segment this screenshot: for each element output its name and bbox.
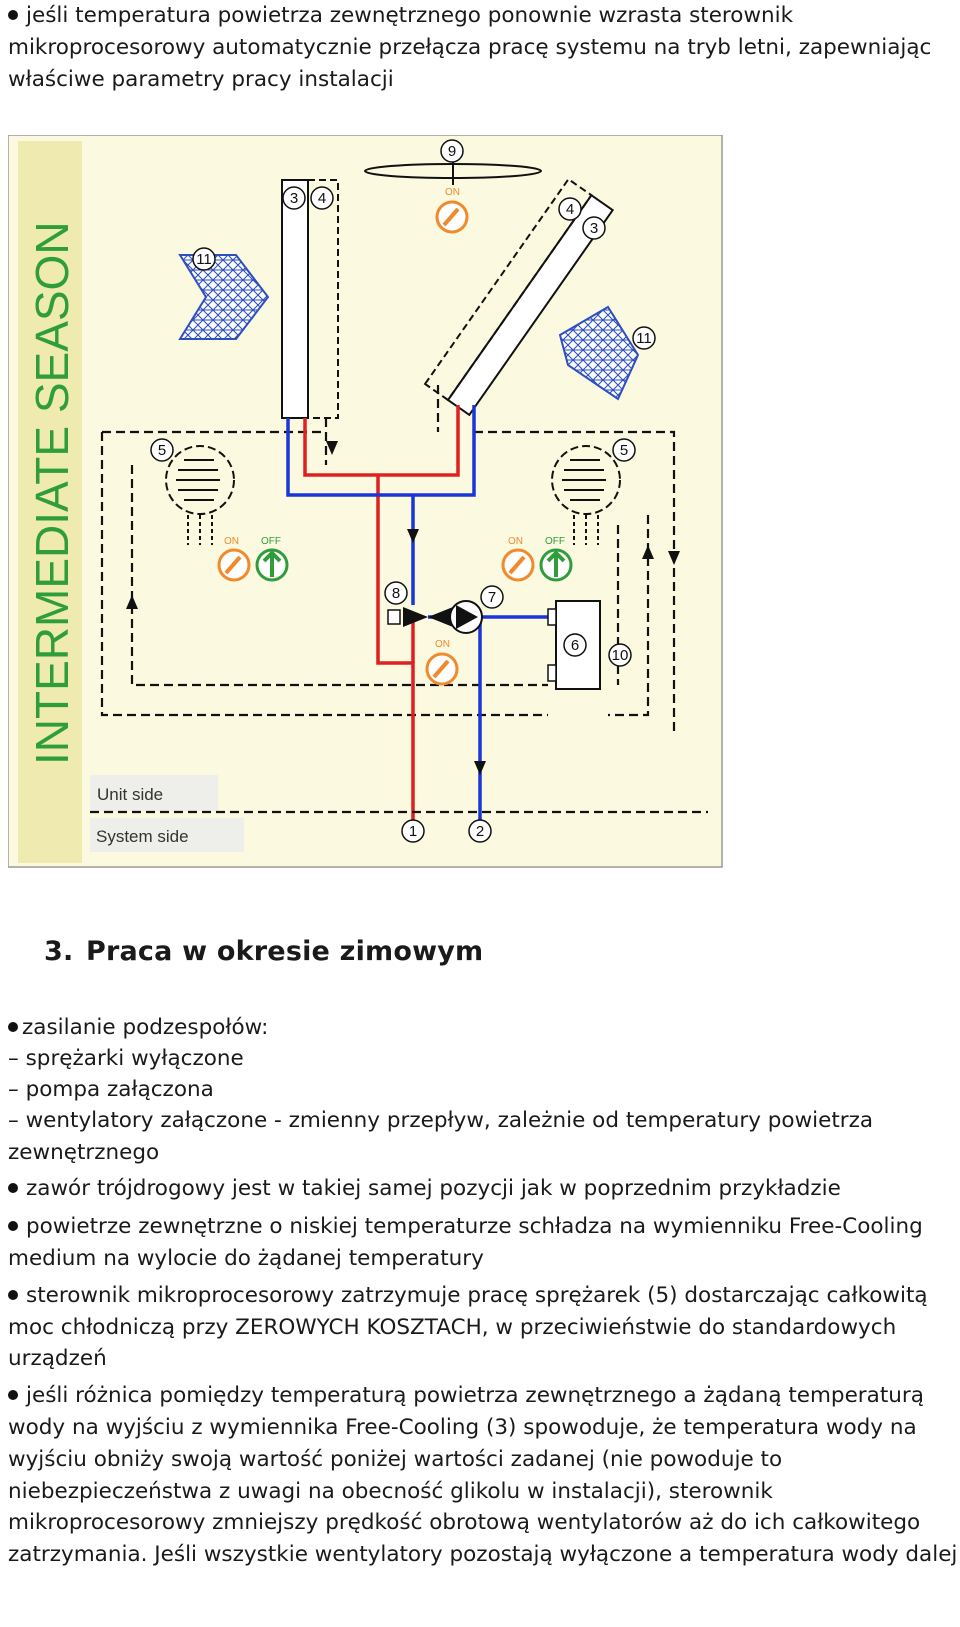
compressor-left: [165, 445, 235, 545]
section-number: 3.: [44, 936, 74, 967]
svg-text:OFF: OFF: [545, 536, 565, 547]
label-7: 7: [488, 589, 496, 606]
bullet-icon: [8, 1390, 18, 1400]
list-item-continuation: moc chłodniczą przy ZEROWYCH KOSZTACH, w…: [8, 1315, 897, 1340]
compressor-right: [551, 445, 621, 545]
label-4: 4: [566, 201, 574, 218]
list-item: jeśli różnica pomiędzy temperaturą powie…: [8, 1380, 924, 1412]
list-item: zawór trójdrogowy jest w takiej samej po…: [8, 1173, 841, 1205]
label-11: 11: [636, 330, 652, 347]
svg-text:OFF: OFF: [261, 536, 281, 547]
on-badge-icon: ON: [501, 536, 535, 582]
free-cooling-diagram: INTERMEDIATE SEASON: [8, 135, 723, 868]
list-item-continuation: zewnętrznego: [8, 1140, 160, 1165]
left-coil: [281, 179, 339, 419]
svg-text:ON: ON: [224, 536, 239, 547]
label-6: 6: [571, 637, 579, 654]
top-bullet-line-1: jeśli temperatura powietrza zewnętrznego…: [8, 0, 793, 32]
svg-text:ON: ON: [508, 536, 523, 547]
list-item-continuation: medium na wylocie do żądanej temperatury: [8, 1246, 484, 1271]
bullet-icon: [8, 1183, 18, 1193]
list-item-continuation: mikroprocesorowy zmniejszy prędkość obro…: [8, 1510, 921, 1535]
bullet-icon: [8, 1022, 18, 1032]
air-arrow-left-icon: [178, 254, 270, 340]
top-bullet-line-3: właściwe parametry pracy instalacji: [8, 67, 394, 92]
list-item: – wentylatory załączone - zmienny przepł…: [8, 1108, 874, 1133]
air-arrow-right-icon: [558, 305, 640, 401]
list-item-continuation: wody na wyjściu z wymiennika Free-Coolin…: [8, 1415, 917, 1440]
list-item-continuation: urządzeń: [8, 1346, 107, 1371]
label-9: 9: [448, 143, 456, 160]
bullet-icon: [8, 10, 18, 20]
bullet-icon: [8, 1221, 18, 1231]
on-badge-icon: ON: [217, 536, 251, 582]
system-side-box: [90, 818, 244, 852]
label-4: 4: [318, 190, 326, 207]
flow-arrows: [126, 441, 680, 775]
bullet-icon: [8, 1290, 18, 1300]
section-title: Praca w okresie zimowym: [86, 936, 484, 967]
list-item: – pompa załączona: [8, 1077, 214, 1102]
label-1: 1: [409, 823, 417, 840]
label-3: 3: [590, 220, 598, 237]
on-badge-icon: ON: [425, 639, 459, 686]
list-item: sterownik mikroprocesorowy zatrzymuje pr…: [8, 1280, 928, 1312]
label-8: 8: [392, 585, 400, 602]
list-item-continuation: wyjściu obniży swoją wartość poniżej war…: [8, 1447, 783, 1472]
three-way-valve-icon: [387, 607, 453, 627]
system-side-label: System side: [96, 827, 189, 846]
label-11: 11: [196, 251, 212, 268]
svg-text:ON: ON: [435, 639, 450, 650]
on-badge-icon: ON: [435, 187, 469, 234]
season-band: [18, 141, 82, 863]
list-item-continuation: niebezpieczeństwa z uwagi na obecność gl…: [8, 1479, 773, 1504]
unit-side-label: Unit side: [97, 785, 163, 804]
pump-icon: [449, 600, 483, 634]
label-3: 3: [290, 190, 298, 207]
unit-side-box: [90, 775, 218, 811]
off-badge-icon: OFF: [539, 536, 573, 582]
list-item: powietrze zewnętrzne o niskiej temperatu…: [8, 1211, 923, 1243]
list-item: – sprężarki wyłączone: [8, 1046, 244, 1071]
list-item-continuation: zatrzymania. Jeśli wszystkie wentylatory…: [8, 1542, 958, 1567]
label-5: 5: [620, 442, 628, 459]
off-badge-icon: OFF: [255, 536, 289, 582]
label-5: 5: [158, 442, 166, 459]
section-heading: 3. Praca w okresie zimowym: [44, 936, 483, 967]
season-label: INTERMEDIATE SEASON: [26, 221, 78, 765]
list-item: zasilanie podzespołów:: [8, 1012, 268, 1044]
svg-text:ON: ON: [445, 187, 460, 198]
top-bullet-line-2: mikroprocesorowy automatycznie przełącza…: [8, 35, 932, 60]
diagram-frame: [8, 135, 723, 868]
label-2: 2: [476, 823, 484, 840]
label-10: 10: [612, 647, 629, 664]
